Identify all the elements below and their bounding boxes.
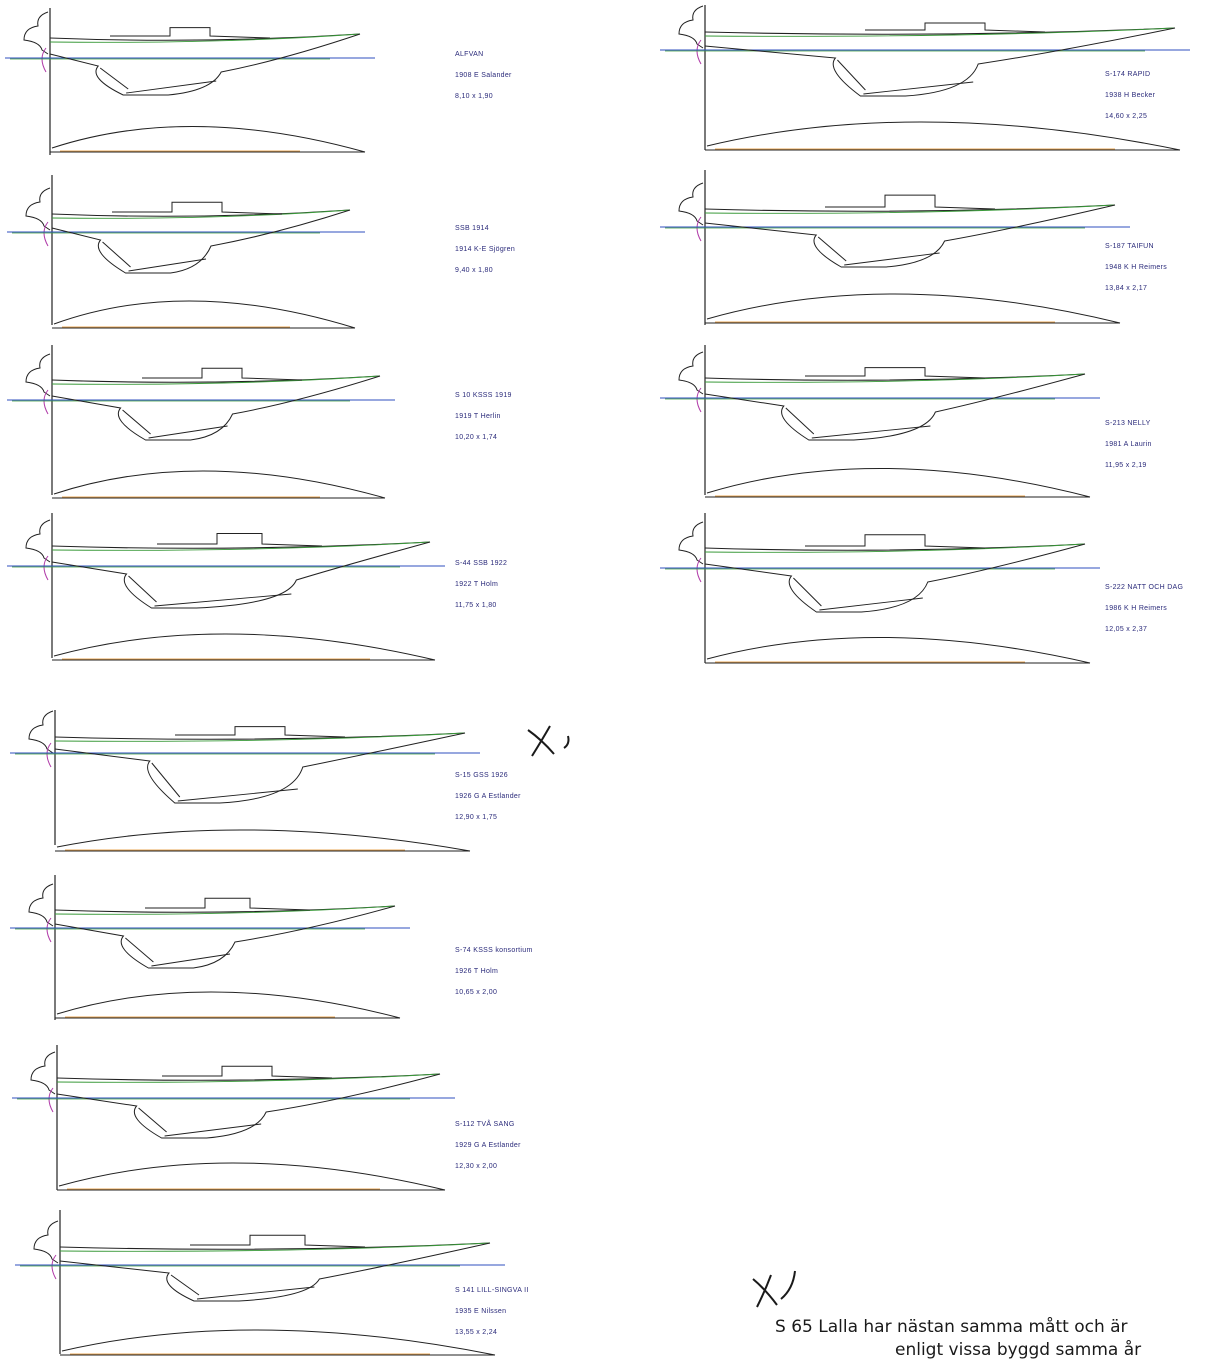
boat-designer: 1938 H Becker: [1105, 92, 1156, 99]
caption-s187: S-187 TAIFUN 1948 K H Reimers 13,84 x 2,…: [1105, 236, 1167, 299]
boat-designer: 1922 T Holm: [455, 581, 499, 588]
boat-designer: 1929 G A Estlander: [455, 1142, 521, 1149]
boat-dimensions: 9,40 x 1,80: [455, 267, 493, 274]
caption-alvan: ALFVAN 1908 E Salander 8,10 x 1,90: [455, 44, 512, 107]
handwritten-x-mark-upper: [520, 718, 580, 768]
boat-designer: 1935 E Nilssen: [455, 1308, 507, 1315]
boat-dimensions: 10,20 x 1,74: [455, 434, 498, 441]
boat-designer: 1948 K H Reimers: [1105, 264, 1167, 271]
annotation-line-2: enligt vissa byggd samma år: [895, 1340, 1142, 1360]
boat-name: S-213 NELLY: [1105, 420, 1151, 427]
boat-name: SSB 1914: [455, 225, 489, 232]
boat-designer: 1926 T Holm: [455, 968, 499, 975]
hull-drawing-s112: [0, 1040, 455, 1200]
boat-name: S-74 KSSS konsortium: [455, 947, 533, 954]
hull-lines-s112: [12, 1045, 455, 1191]
hull-lines-alvan: [5, 8, 375, 155]
hull-drawing-alvan: [0, 0, 420, 165]
boat-dimensions: 11,75 x 1,80: [455, 602, 497, 609]
boat-name: S-15 GSS 1926: [455, 772, 508, 779]
hull-drawing-s187: [655, 165, 1130, 335]
caption-s10: S 10 KSSS 1919 1919 T Herlin 10,20 x 1,7…: [455, 385, 512, 448]
hull-lines-s141: [15, 1210, 505, 1356]
boat-name: S-187 TAIFUN: [1105, 243, 1154, 250]
boat-dimensions: 13,55 x 2,24: [455, 1329, 498, 1336]
caption-s141: S 141 LILL-SINGVA II 1935 E Nilssen 13,5…: [455, 1280, 529, 1343]
caption-s222: S-222 NATT OCH DAG 1986 K H Reimers 12,0…: [1105, 577, 1183, 640]
boat-dimensions: 11,95 x 2,19: [1105, 462, 1147, 469]
handwritten-x-mark-lower: [745, 1265, 805, 1315]
boat-name: S 141 LILL-SINGVA II: [455, 1287, 529, 1294]
hull-lines-s174: [660, 5, 1190, 151]
hull-drawing-s213: [655, 340, 1100, 505]
hull-lines-s44: [7, 513, 445, 661]
boat-dimensions: 13,84 x 2,17: [1105, 285, 1148, 292]
hull-lines-s187: [660, 170, 1130, 325]
hull-drawing-s74: [0, 870, 420, 1030]
hull-lines-s213: [660, 345, 1100, 498]
boat-name: ALFVAN: [455, 51, 484, 58]
boat-name: S-222 NATT OCH DAG: [1105, 584, 1184, 591]
boat-name: S-174 RAPID: [1105, 71, 1151, 78]
hull-drawing-s222: [655, 508, 1100, 673]
caption-s112: S-112 TVÅ SANG 1929 G A Estlander 12,30 …: [455, 1114, 521, 1177]
boat-dimensions: 12,30 x 2,00: [455, 1163, 498, 1170]
boat-dimensions: 10,65 x 2,00: [455, 989, 498, 996]
caption-s174: S-174 RAPID 1938 H Becker 14,60 x 2,25: [1105, 64, 1155, 127]
boat-dimensions: 14,60 x 2,25: [1105, 113, 1148, 120]
caption-s213: S-213 NELLY 1981 A Laurin 11,95 x 2,19: [1105, 413, 1152, 476]
boat-designer: 1926 G A Estlander: [455, 793, 521, 800]
boat-designer: 1986 K H Reimers: [1105, 605, 1167, 612]
hull-lines-s74: [10, 875, 410, 1020]
hull-lines-s15: [10, 710, 480, 852]
hull-drawing-s10: [0, 340, 420, 505]
boat-designer: 1919 T Herlin: [455, 413, 501, 420]
boat-name: S-44 SSB 1922: [455, 560, 508, 567]
boat-dimensions: 12,05 x 2,37: [1105, 626, 1148, 633]
caption-s44: S-44 SSB 1922 1922 T Holm 11,75 x 1,80: [455, 553, 507, 616]
caption-s15: S-15 GSS 1926 1926 G A Estlander 12,90 x…: [455, 765, 521, 828]
boat-designer: 1981 A Laurin: [1105, 441, 1152, 448]
hull-drawing-s141: [0, 1205, 505, 1364]
hull-lines-s222: [660, 513, 1100, 664]
hull-drawing-ssb1914: [0, 170, 420, 335]
hull-lines-s10: [7, 345, 395, 499]
boat-dimensions: 12,90 x 1,75: [455, 814, 498, 821]
hull-lines-ssb1914: [7, 175, 365, 329]
boat-name: S 10 KSSS 1919: [455, 392, 512, 399]
hull-drawing-s44: [0, 508, 445, 668]
hull-drawing-s15: [0, 705, 480, 855]
annotation-line-1: S 65 Lalla har nästan samma mått och är: [775, 1317, 1128, 1337]
boat-designer: 1914 K-E Sjögren: [455, 246, 516, 253]
boat-designer: 1908 E Salander: [455, 72, 512, 79]
boat-name: S-112 TVÅ SANG: [455, 1121, 515, 1128]
hull-drawing-s174: [655, 0, 1190, 160]
caption-ssb1914: SSB 1914 1914 K-E Sjögren 9,40 x 1,80: [455, 218, 515, 281]
boat-dimensions: 8,10 x 1,90: [455, 93, 493, 100]
caption-s74: S-74 KSSS konsortium 1926 T Holm 10,65 x…: [455, 940, 533, 1003]
